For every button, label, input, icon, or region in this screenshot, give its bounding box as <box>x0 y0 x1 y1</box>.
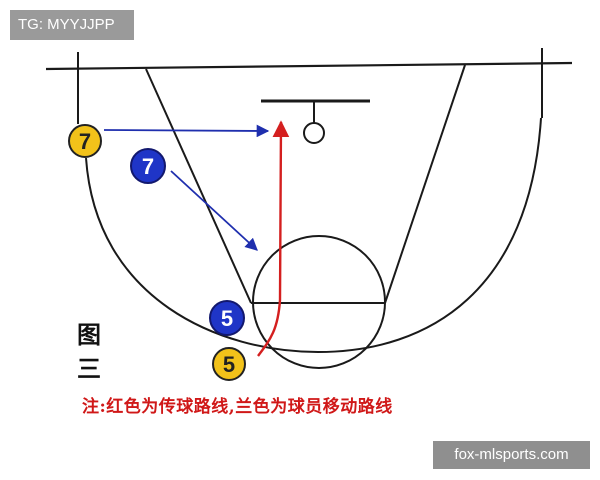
three-point-arc <box>85 117 542 354</box>
lane-line-right <box>384 64 466 304</box>
player-blue-7: 7 <box>130 148 166 184</box>
watermark-top: TG: MYYJJPP <box>10 10 134 40</box>
lane-line-left <box>145 68 252 304</box>
move-line-yellow-7 <box>103 124 270 138</box>
player-number: 7 <box>79 129 91 154</box>
pass-line <box>257 120 290 357</box>
player-yellow-5: 5 <box>212 347 246 381</box>
player-number: 7 <box>142 154 154 179</box>
player-number: 5 <box>221 306 233 331</box>
player-yellow-7: 7 <box>68 124 102 158</box>
baseline <box>45 61 573 71</box>
player-number: 5 <box>223 352 235 377</box>
free-throw-circle <box>252 235 386 369</box>
watermark-bottom: fox-mlsports.com <box>433 441 590 469</box>
move-line-blue-7 <box>170 170 258 251</box>
figure-label: 图三 <box>77 320 101 383</box>
rim <box>303 122 325 144</box>
player-blue-5: 5 <box>209 300 245 336</box>
legend-note: 注:红色为传球路线,兰色为球员移动路线 <box>82 397 393 417</box>
